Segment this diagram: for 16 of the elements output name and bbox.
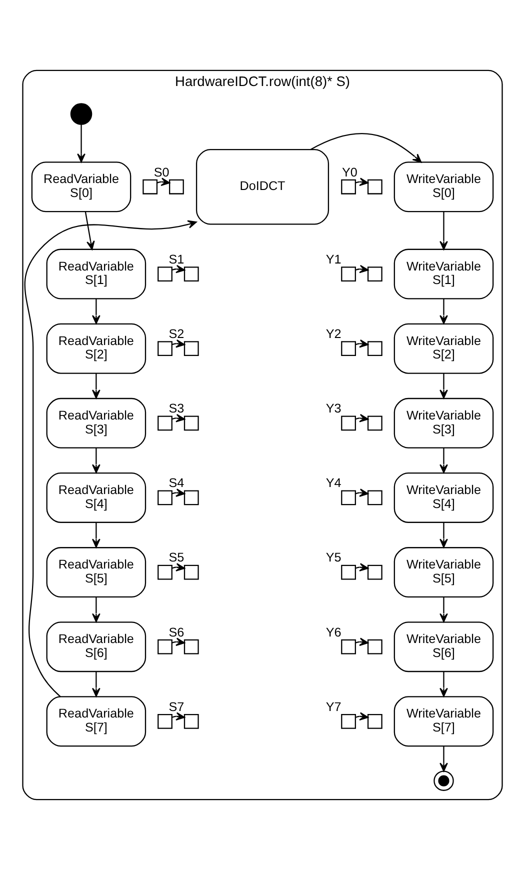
node-label: Y4 xyxy=(325,476,341,490)
node-label: Y3 xyxy=(325,401,341,416)
node-label: Y6 xyxy=(325,624,341,639)
node-label: Y0 xyxy=(341,164,357,179)
node-label: S6 xyxy=(168,624,184,639)
node-label: S2 xyxy=(168,326,184,341)
node-label: S0 xyxy=(153,164,169,179)
node-label: S1 xyxy=(168,252,184,266)
node-label: Y1 xyxy=(325,252,341,266)
node-label: S5 xyxy=(168,550,184,564)
node-label: Y7 xyxy=(325,699,341,714)
node-label: Y2 xyxy=(325,326,341,341)
node-label: S4 xyxy=(168,476,184,490)
node-label: S7 xyxy=(168,699,184,714)
node-label: S3 xyxy=(168,401,184,416)
node-label: Y5 xyxy=(325,550,341,564)
